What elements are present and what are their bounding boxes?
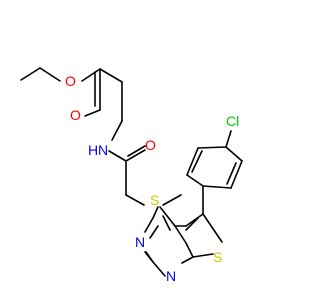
atom-label-s-thioether: S [150,192,159,208]
bond [197,146,227,149]
bond [186,147,199,176]
atom-label-n-amide: N [98,142,108,158]
bond [226,162,237,185]
bond [162,194,182,206]
bond [191,150,203,173]
bond [192,253,214,258]
bond [99,68,123,83]
bond [230,160,243,189]
bond [111,120,123,141]
bond [162,215,171,231]
bond [108,150,127,162]
bond [225,130,232,148]
atom-label-n-pyr2: N [166,268,176,284]
bond [159,206,176,227]
bond [152,261,166,277]
atom-label-h-amide: H [88,142,98,158]
bond [152,206,159,219]
bond [181,256,194,264]
bond [84,109,101,117]
bond [149,225,159,239]
bond [186,174,204,187]
bond [39,67,61,82]
molecule-structure: O O O N H S S N N Cl [20,67,243,284]
bond [81,68,101,82]
bond [144,217,154,233]
bond [202,213,223,243]
bond [125,194,145,206]
bond [185,213,204,227]
atom-label-n-pyr1: N [135,234,145,250]
bond [202,185,232,189]
bond [20,67,41,81]
atom-label-s-thiophene: S [213,249,222,265]
bond [127,145,146,157]
bond [185,217,199,231]
atom-label-o-carbonyl2: O [145,137,156,153]
molecule-canvas: O O O N H S S N N Cl [20,67,243,284]
bond [125,149,146,162]
bond [144,251,154,263]
atom-label-o-carbonyl1: O [70,107,81,123]
bond [185,242,194,258]
atom-label-cl: Cl [226,113,239,129]
bond [174,225,187,244]
atom-label-o-ester: O [65,73,76,89]
bond [225,146,243,162]
